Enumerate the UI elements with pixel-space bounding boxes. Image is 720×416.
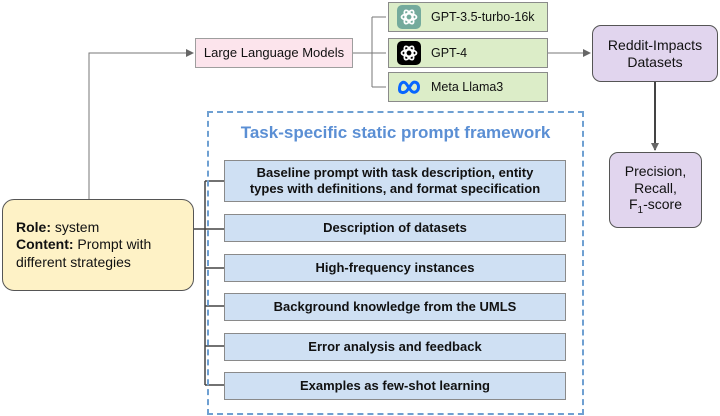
model-llama3-box: Meta Llama3 — [388, 72, 548, 102]
model-label: GPT-4 — [431, 45, 468, 60]
strategy-high-frequency: High-frequency instances — [224, 254, 566, 282]
openai-icon — [397, 41, 421, 65]
model-label: Meta Llama3 — [431, 79, 504, 94]
strategy-umls: Background knowledge from the UMLS — [224, 293, 566, 321]
dataset-label-line1: Reddit-Impacts — [607, 36, 703, 53]
dataset-label-line2: Datasets — [627, 53, 683, 70]
llm-box: Large Language Models — [195, 38, 353, 68]
metrics-precision: Precision, — [624, 162, 687, 179]
framework-frame — [207, 111, 584, 415]
metrics-box: Precision, Recall, F1-score — [609, 152, 702, 228]
metrics-f1: F1-score — [628, 196, 683, 217]
llm-label: Large Language Models — [203, 45, 345, 61]
strategy-error-analysis: Error analysis and feedback — [224, 333, 566, 361]
metrics-recall: Recall, — [634, 179, 677, 196]
model-gpt35-box: GPT-3.5-turbo-16k — [388, 2, 548, 32]
strategy-dataset-description: Description of datasets — [224, 214, 566, 242]
strategy-bracket — [194, 180, 224, 386]
strategy-baseline: Baseline prompt with task description, e… — [224, 160, 566, 202]
dataset-box: Reddit-Impacts Datasets — [592, 25, 718, 82]
model-label: GPT-3.5-turbo-16k — [431, 9, 535, 24]
strategy-few-shot: Examples as few-shot learning — [224, 372, 566, 400]
llm-to-models-connector — [353, 16, 386, 88]
model-gpt4-box: GPT-4 — [388, 38, 548, 68]
role-line: Role: system — [16, 219, 100, 236]
framework-title: Task-specific static prompt framework — [240, 123, 551, 142]
meta-icon — [397, 75, 421, 99]
role-box: Role: system Content: Prompt with differ… — [2, 199, 194, 291]
content-line: Content: Prompt with — [16, 236, 152, 253]
openai-icon — [397, 5, 421, 29]
content-line-2: different strategies — [16, 253, 131, 270]
role-to-llm-connector — [88, 49, 194, 199]
